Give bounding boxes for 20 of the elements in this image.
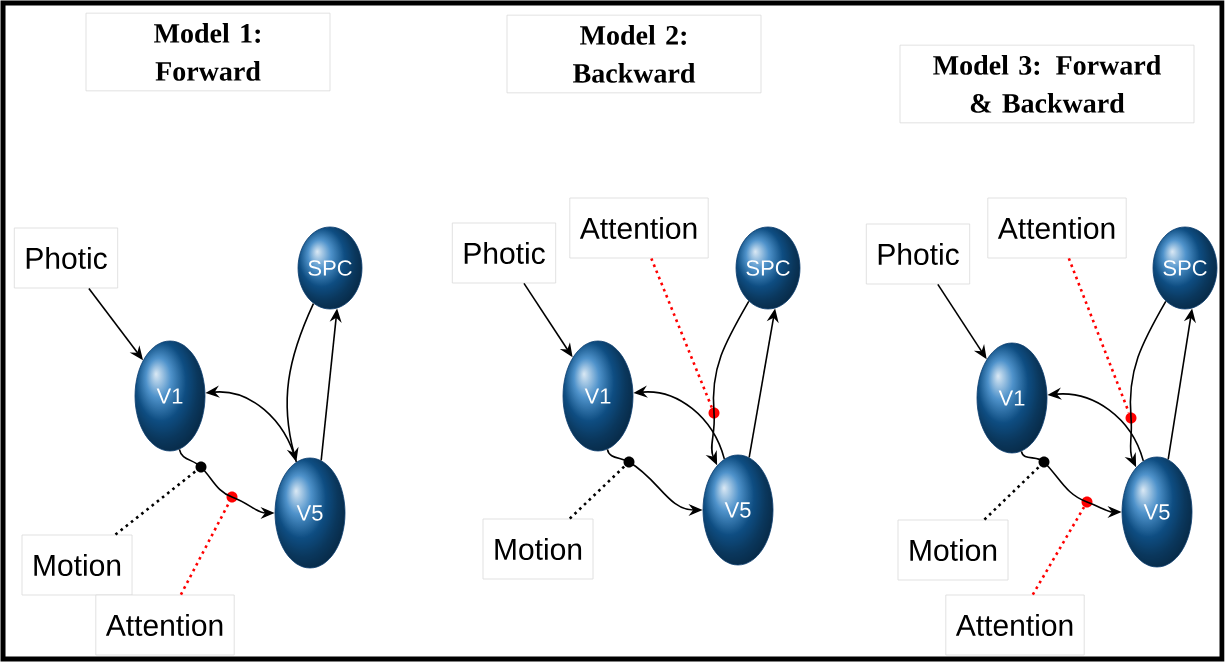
label-box: Photic [865,223,971,285]
leader-line [650,257,713,408]
label-box: Motion [482,518,594,580]
label-box: Attention [987,197,1127,259]
label-box: Photic [451,222,557,284]
leader-line [1031,506,1086,596]
leader-line [179,501,231,596]
title-box: Model 3: Forward & Backward [899,44,1195,124]
leader-line [114,469,198,536]
label-box: Motion [897,519,1009,581]
leader-line [983,465,1041,521]
label-box: Attention [95,594,235,656]
leader-line [1067,257,1131,413]
label-box: Attention [569,197,709,259]
label-box: Photic [13,227,119,289]
leader-line [568,465,626,520]
title-box: Model 1: Forward [85,12,331,92]
label-box: Motion [21,534,133,596]
label-box: Attention [945,594,1085,656]
title-box: Model 2: Backward [506,14,762,94]
